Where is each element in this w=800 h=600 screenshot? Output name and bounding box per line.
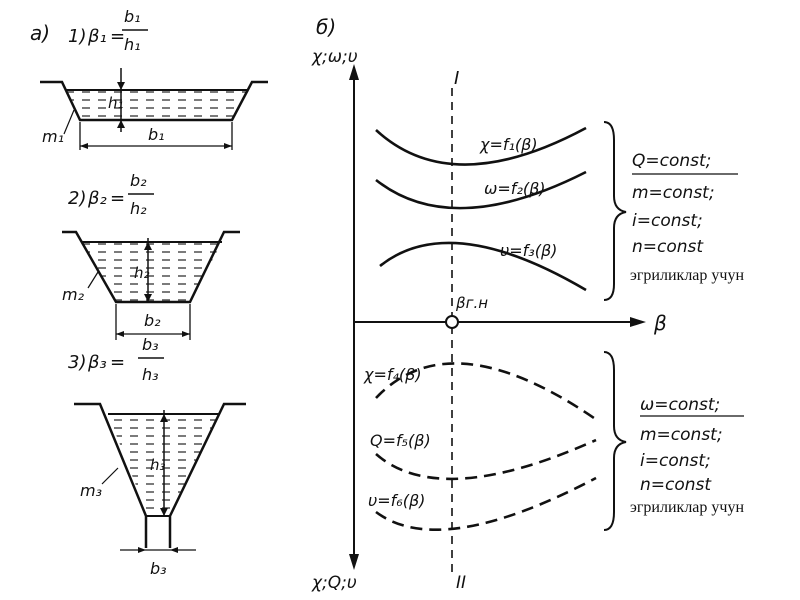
lower-note: эгриликлар учун [630, 499, 744, 516]
upper-brace [603, 121, 627, 301]
upper-condition-m: m=const; [632, 183, 715, 203]
svg-text:b₁: b₁ [124, 7, 141, 26]
svg-text:β₁: β₁ [87, 26, 107, 47]
section-1-formula: 1) β₁ = b₁ h₁ [68, 7, 148, 54]
slope-label-2: m₂ [62, 285, 85, 304]
section-2-formula: 2) β₂ = b₂ h₂ [68, 171, 154, 218]
curve-v-f6 [375, 476, 597, 532]
svg-text:h₂: h₂ [130, 199, 147, 218]
section-3-formula: 3) β₃ = b₃ h₃ [68, 335, 164, 384]
y-axis-top-label: χ;ω;υ [311, 47, 358, 67]
lower-condition-i: i=const; [640, 451, 711, 471]
curve-chi-f4 [375, 362, 595, 420]
channel-section-2 [62, 230, 240, 340]
label-chi-f4: χ=f₄(β) [363, 365, 422, 384]
channel-section-1 [40, 68, 268, 150]
curve-omega-f2 [375, 170, 587, 210]
svg-text:β₃: β₃ [87, 352, 107, 373]
origin-label: βг.н [455, 294, 488, 312]
lower-conditions: ω=const; m=const; i=const; n=const эгрил… [630, 395, 744, 516]
width-label-2: b₂ [144, 311, 161, 330]
slope-label-1: m₁ [42, 127, 64, 146]
label-omega-f2: ω=f₂(β) [484, 179, 546, 198]
curve-chi-f1 [375, 126, 587, 166]
depth-label-3: h₃ [150, 456, 166, 474]
svg-text:β₂: β₂ [87, 188, 107, 209]
svg-text:2): 2) [68, 188, 86, 209]
label-v-f3: υ=f₃(β) [500, 241, 557, 260]
depth-label-1: h₁ [108, 94, 124, 112]
lower-condition-omega: ω=const; [640, 395, 720, 415]
upper-condition-n: n=const [632, 237, 704, 257]
upper-condition-i: i=const; [632, 211, 703, 231]
y-axis [349, 64, 359, 570]
panel-b-label: б) [316, 15, 336, 39]
curve-v-f3 [379, 241, 587, 292]
line-bottom-label: II [456, 573, 466, 593]
x-axis [354, 317, 646, 327]
svg-text:=: = [110, 188, 125, 209]
slope-label-3: m₃ [80, 481, 102, 500]
upper-conditions: Q=const; m=const; i=const; n=const эгрил… [630, 151, 744, 284]
label-chi-f1: χ=f₁(β) [479, 135, 538, 154]
upper-note: эгриликлар учун [630, 267, 744, 284]
svg-text:b₃: b₃ [142, 335, 159, 354]
panel-a-label: а) [30, 21, 50, 45]
lower-condition-n: n=const [640, 475, 712, 495]
label-v-f6: υ=f₆(β) [368, 491, 425, 510]
curve-q-f5 [375, 438, 597, 481]
svg-text:=: = [110, 352, 125, 373]
x-axis-label: β [653, 311, 667, 335]
lower-brace [603, 351, 627, 531]
lower-condition-m: m=const; [640, 425, 723, 445]
svg-text:3): 3) [68, 352, 86, 373]
label-q-f5: Q=f₅(β) [370, 431, 431, 450]
svg-text:h₁: h₁ [124, 35, 141, 54]
y-axis-bottom-label: χ;Q;υ [311, 573, 357, 593]
svg-text:=: = [110, 26, 125, 47]
svg-text:b₂: b₂ [130, 171, 147, 190]
channel-section-3 [74, 402, 246, 553]
svg-text:1): 1) [68, 26, 86, 47]
svg-text:h₃: h₃ [142, 365, 159, 384]
upper-condition-q: Q=const; [632, 151, 711, 171]
width-label-3: b₃ [150, 559, 167, 578]
width-label-1: b₁ [148, 125, 165, 144]
line-top-label: I [454, 68, 459, 89]
optimal-point [445, 315, 459, 329]
depth-label-2: h₂ [134, 264, 150, 282]
